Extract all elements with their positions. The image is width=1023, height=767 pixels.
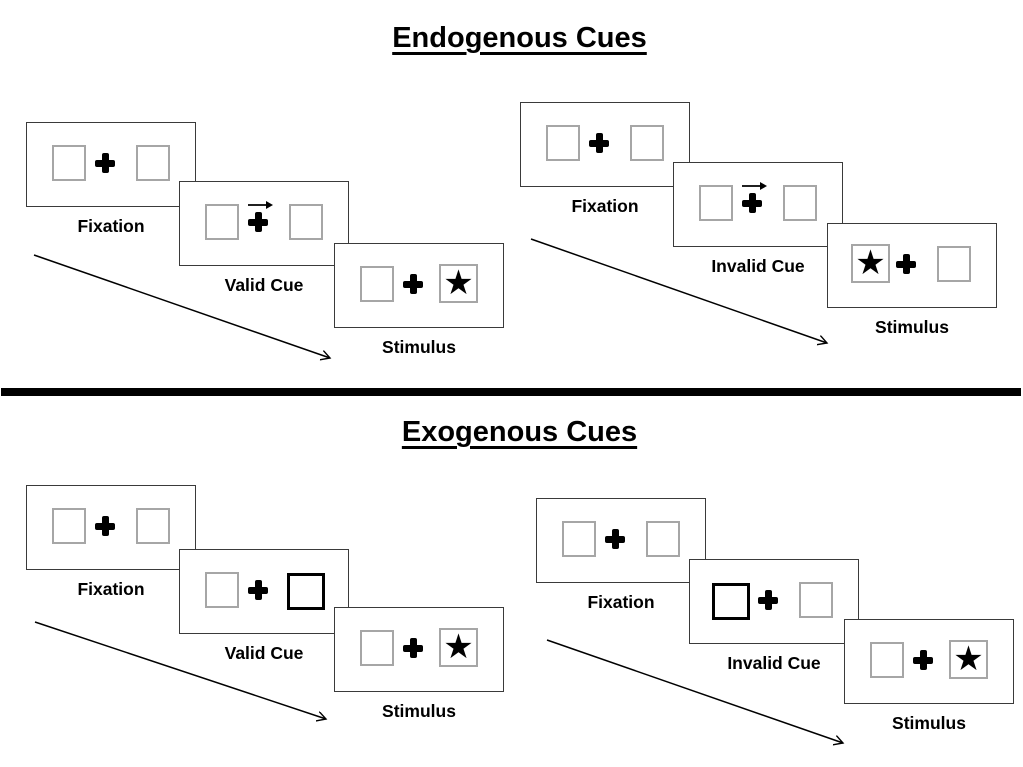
panel-label: Valid Cue	[224, 643, 304, 663]
panel-label: Stimulus	[382, 337, 456, 357]
placeholder-box	[783, 185, 817, 221]
fixation-cross-icon	[742, 193, 762, 213]
display-frame	[179, 181, 349, 266]
placeholder-box	[52, 145, 86, 181]
display-frame	[536, 498, 706, 583]
fixation-cross-icon	[95, 516, 115, 536]
display-frame	[689, 559, 859, 644]
target-box: ★	[439, 628, 478, 667]
display-frame	[26, 122, 196, 207]
placeholder-box	[646, 521, 680, 557]
section-divider	[1, 388, 1021, 396]
fixation-cross-icon	[403, 638, 423, 658]
sequence-arrow	[33, 254, 330, 358]
star-icon: ★	[855, 243, 886, 282]
target-box: ★	[949, 640, 988, 679]
sequence-arrow	[530, 238, 827, 343]
panel-label: Invalid Cue	[711, 256, 805, 276]
cue-highlight-box	[287, 573, 325, 610]
fixation-cross-icon	[605, 529, 625, 549]
fixation-cross-icon	[248, 580, 268, 600]
display-frame: ★	[334, 607, 504, 692]
cue-arrow-icon	[742, 182, 767, 190]
panel-label: Invalid Cue	[727, 653, 821, 673]
section-title-endogenous: Endogenous Cues	[392, 22, 647, 54]
cue-arrow-icon	[248, 201, 273, 209]
panel-label: Fixation	[77, 216, 145, 236]
display-frame	[673, 162, 843, 247]
placeholder-box	[562, 521, 596, 557]
panel-label: Stimulus	[875, 317, 949, 337]
placeholder-box	[360, 630, 394, 666]
display-frame	[26, 485, 196, 570]
panel-label: Fixation	[587, 592, 655, 612]
placeholder-box	[799, 582, 833, 618]
display-frame: ★	[827, 223, 997, 308]
placeholder-box	[136, 508, 170, 544]
section-title-exogenous: Exogenous Cues	[401, 416, 638, 448]
fixation-cross-icon	[896, 254, 916, 274]
panel-label: Stimulus	[382, 701, 456, 721]
placeholder-box	[136, 145, 170, 181]
sequence-arrow	[34, 621, 326, 719]
panel-label: Valid Cue	[224, 275, 304, 295]
panel-label: Fixation	[77, 579, 145, 599]
placeholder-box	[630, 125, 664, 161]
fixation-cross-icon	[403, 274, 423, 294]
placeholder-box	[870, 642, 904, 678]
target-box: ★	[851, 244, 890, 283]
star-icon: ★	[443, 627, 474, 666]
display-frame: ★	[844, 619, 1014, 704]
placeholder-box	[52, 508, 86, 544]
display-frame	[520, 102, 690, 187]
placeholder-box	[205, 204, 239, 240]
fixation-cross-icon	[913, 650, 933, 670]
fixation-cross-icon	[248, 212, 268, 232]
display-frame: ★	[334, 243, 504, 328]
cue-highlight-box	[712, 583, 750, 620]
display-frame	[179, 549, 349, 634]
star-icon: ★	[953, 639, 984, 678]
placeholder-box	[360, 266, 394, 302]
panel-label: Fixation	[571, 196, 639, 216]
panel-label: Stimulus	[892, 713, 966, 733]
fixation-cross-icon	[758, 590, 778, 610]
placeholder-box	[289, 204, 323, 240]
placeholder-box	[205, 572, 239, 608]
star-icon: ★	[443, 263, 474, 302]
placeholder-box	[546, 125, 580, 161]
target-box: ★	[439, 264, 478, 303]
sequence-arrow	[546, 639, 843, 743]
placeholder-box	[937, 246, 971, 282]
fixation-cross-icon	[589, 133, 609, 153]
fixation-cross-icon	[95, 153, 115, 173]
placeholder-box	[699, 185, 733, 221]
